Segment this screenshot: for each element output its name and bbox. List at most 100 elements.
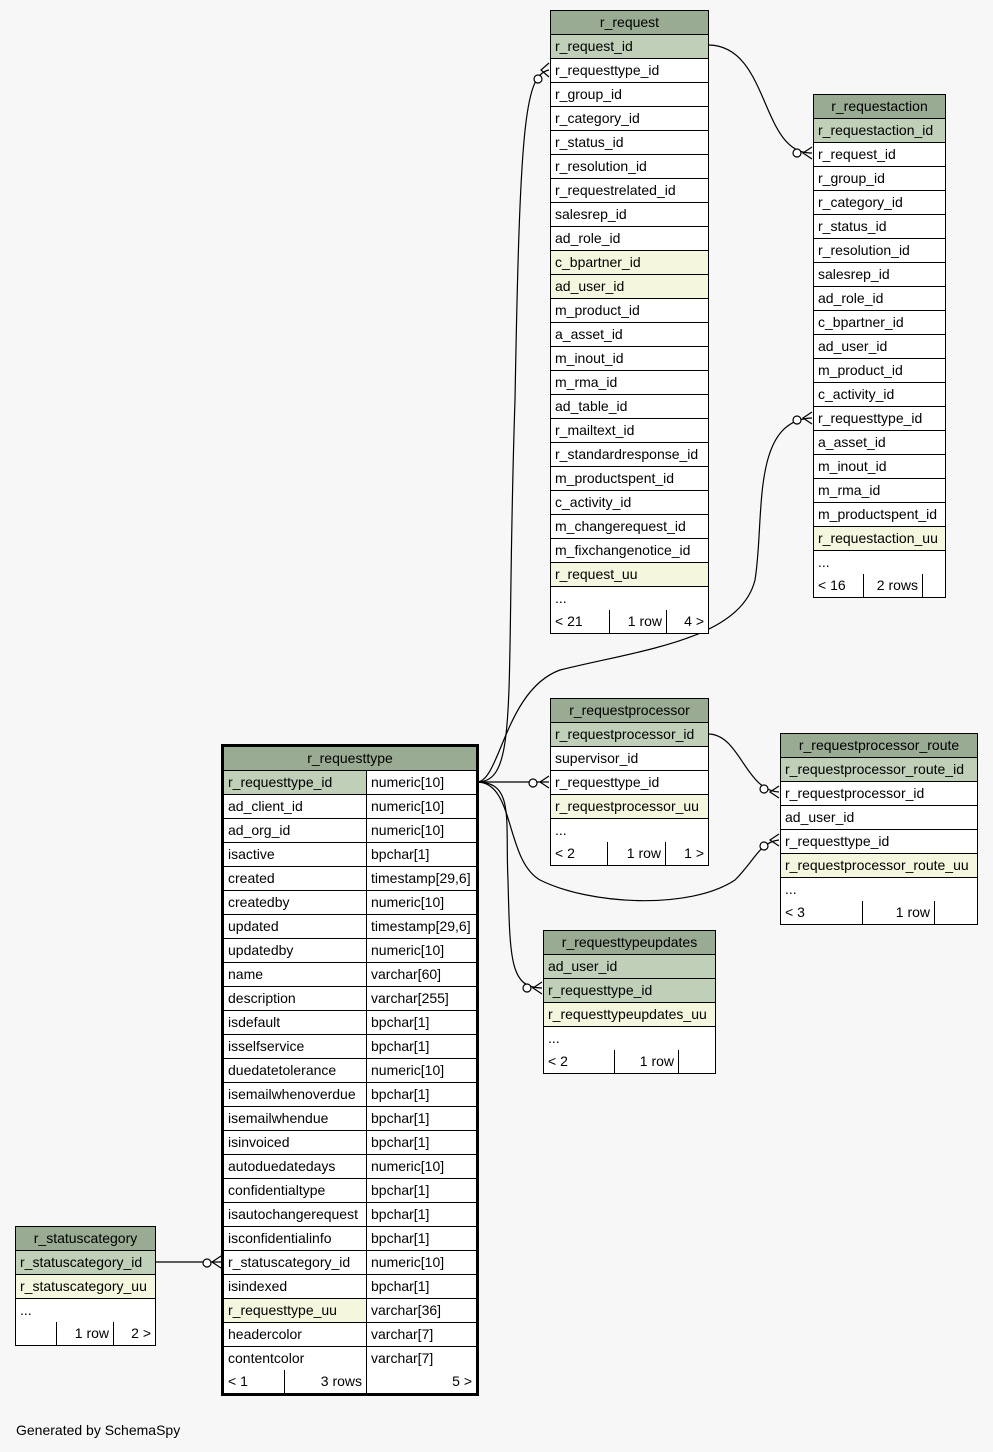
footer-children[interactable]: 5 > [366,1370,476,1393]
table-row: ... [16,1299,155,1322]
column-name: description [228,990,296,1006]
table-row: ad_user_id [781,806,977,830]
column-name: updatedby [228,942,294,958]
table-row: r_requesttype_id [551,771,708,795]
column-name: c_bpartner_id [551,251,708,274]
table-row: r_mailtext_id [551,419,708,443]
column-name: r_requestaction_id [814,119,945,142]
table-row: r_requestaction_id [814,119,945,143]
footer-children [922,574,945,597]
column-name: m_rma_id [818,482,881,498]
table-title: r_statuscategory [16,1227,155,1251]
column-name: r_statuscategory_id [16,1251,155,1274]
table-row: ... [781,878,977,901]
table-row: ad_user_id [551,275,708,299]
table-row: m_inout_id [551,347,708,371]
footer-parents[interactable]: < 21 [555,613,583,629]
column-type: varchar[60] [366,963,476,986]
column-name: m_rma_id [555,374,618,390]
footer-parents[interactable]: < 1 [228,1373,248,1389]
footer-rows: 1 row [862,901,934,924]
footer-parents[interactable]: < 3 [785,904,805,920]
generated-by-text: Generated by SchemaSpy [16,1422,181,1438]
footer-rows: 1 row [56,1322,113,1345]
footer-parents[interactable]: < 2 [555,845,575,861]
column-type: bpchar[1] [366,1275,476,1298]
table-row: a_asset_id [551,323,708,347]
table-r_requestprocessor[interactable]: r_requestprocessor r_requestprocessor_id… [550,698,709,866]
footer-children[interactable]: 4 > [666,610,708,633]
table-row: c_activity_id [551,491,708,515]
column-type: bpchar[1] [366,1107,476,1130]
column-type: varchar[36] [366,1299,476,1322]
footer-parents[interactable]: < 16 [818,577,846,593]
table-footer: < 2 1 row [544,1050,715,1073]
table-row: r_requestaction_uu [814,527,945,551]
column-name: c_bpartner_id [818,314,904,330]
column-type: bpchar[1] [366,1035,476,1058]
column-type: bpchar[1] [366,1083,476,1106]
table-row: ad_role_id [551,227,708,251]
column-name: r_requesttype_id [555,62,660,78]
footer-parents[interactable]: < 2 [548,1053,568,1069]
column-name: salesrep_id [555,206,627,222]
column-name: createdby [228,894,290,910]
table-row: r_request_id [814,143,945,167]
column-name: r_standardresponse_id [555,446,699,462]
column-name: r_resolution_id [555,158,647,174]
column-name: ad_table_id [555,398,628,414]
footer-children[interactable]: 2 > [113,1322,155,1345]
table-row: r_standardresponse_id [551,443,708,467]
table-row: m_productspent_id [814,503,945,527]
column-name: isconfidentialinfo [228,1230,332,1246]
column-name: r_requesttype_id [555,774,660,790]
column-name: r_requestprocessor_id [551,723,708,746]
column-name: isemailwhendue [228,1110,329,1126]
column-type: numeric[10] [366,1251,476,1274]
table-row: ... [551,587,708,610]
column-name: supervisor_id [555,750,639,766]
table-row: r_group_id [551,83,708,107]
footer-children[interactable]: 1 > [665,842,708,865]
table-row: r_requesttype_id [814,407,945,431]
table-row: ad_role_id [814,287,945,311]
column-type: bpchar[1] [366,843,476,866]
column-type: numeric[10] [366,771,476,794]
column-name: r_requestprocessor_uu [551,795,708,818]
column-name: r_requesttype_id [544,979,715,1002]
footer-rows: 3 rows [284,1370,366,1393]
table-row: r_resolution_id [551,155,708,179]
column-name: ad_user_id [551,275,708,298]
table-row: c_bpartner_id [814,311,945,335]
column-name: r_category_id [555,110,640,126]
table-row: r_request_id [551,35,708,59]
table-row: ad_user_id [544,955,715,979]
column-type: bpchar[1] [366,1011,476,1034]
column-name: contentcolor [228,1350,305,1366]
column-name: created [228,870,275,886]
column-name: ad_role_id [555,230,621,246]
table-r_requestprocessor_route[interactable]: r_requestprocessor_route r_requestproces… [780,733,978,925]
table-footer: < 21 1 row 4 > [551,610,708,633]
column-name: r_requestaction_uu [814,527,945,550]
table-row: supervisor_id [551,747,708,771]
column-name: r_requesttype_id [785,833,890,849]
column-name: r_requesttypeupdates_uu [544,1003,715,1026]
column-name: r_group_id [818,170,885,186]
footer-rows: 1 row [614,1050,678,1073]
table-row: ... [544,1027,715,1050]
